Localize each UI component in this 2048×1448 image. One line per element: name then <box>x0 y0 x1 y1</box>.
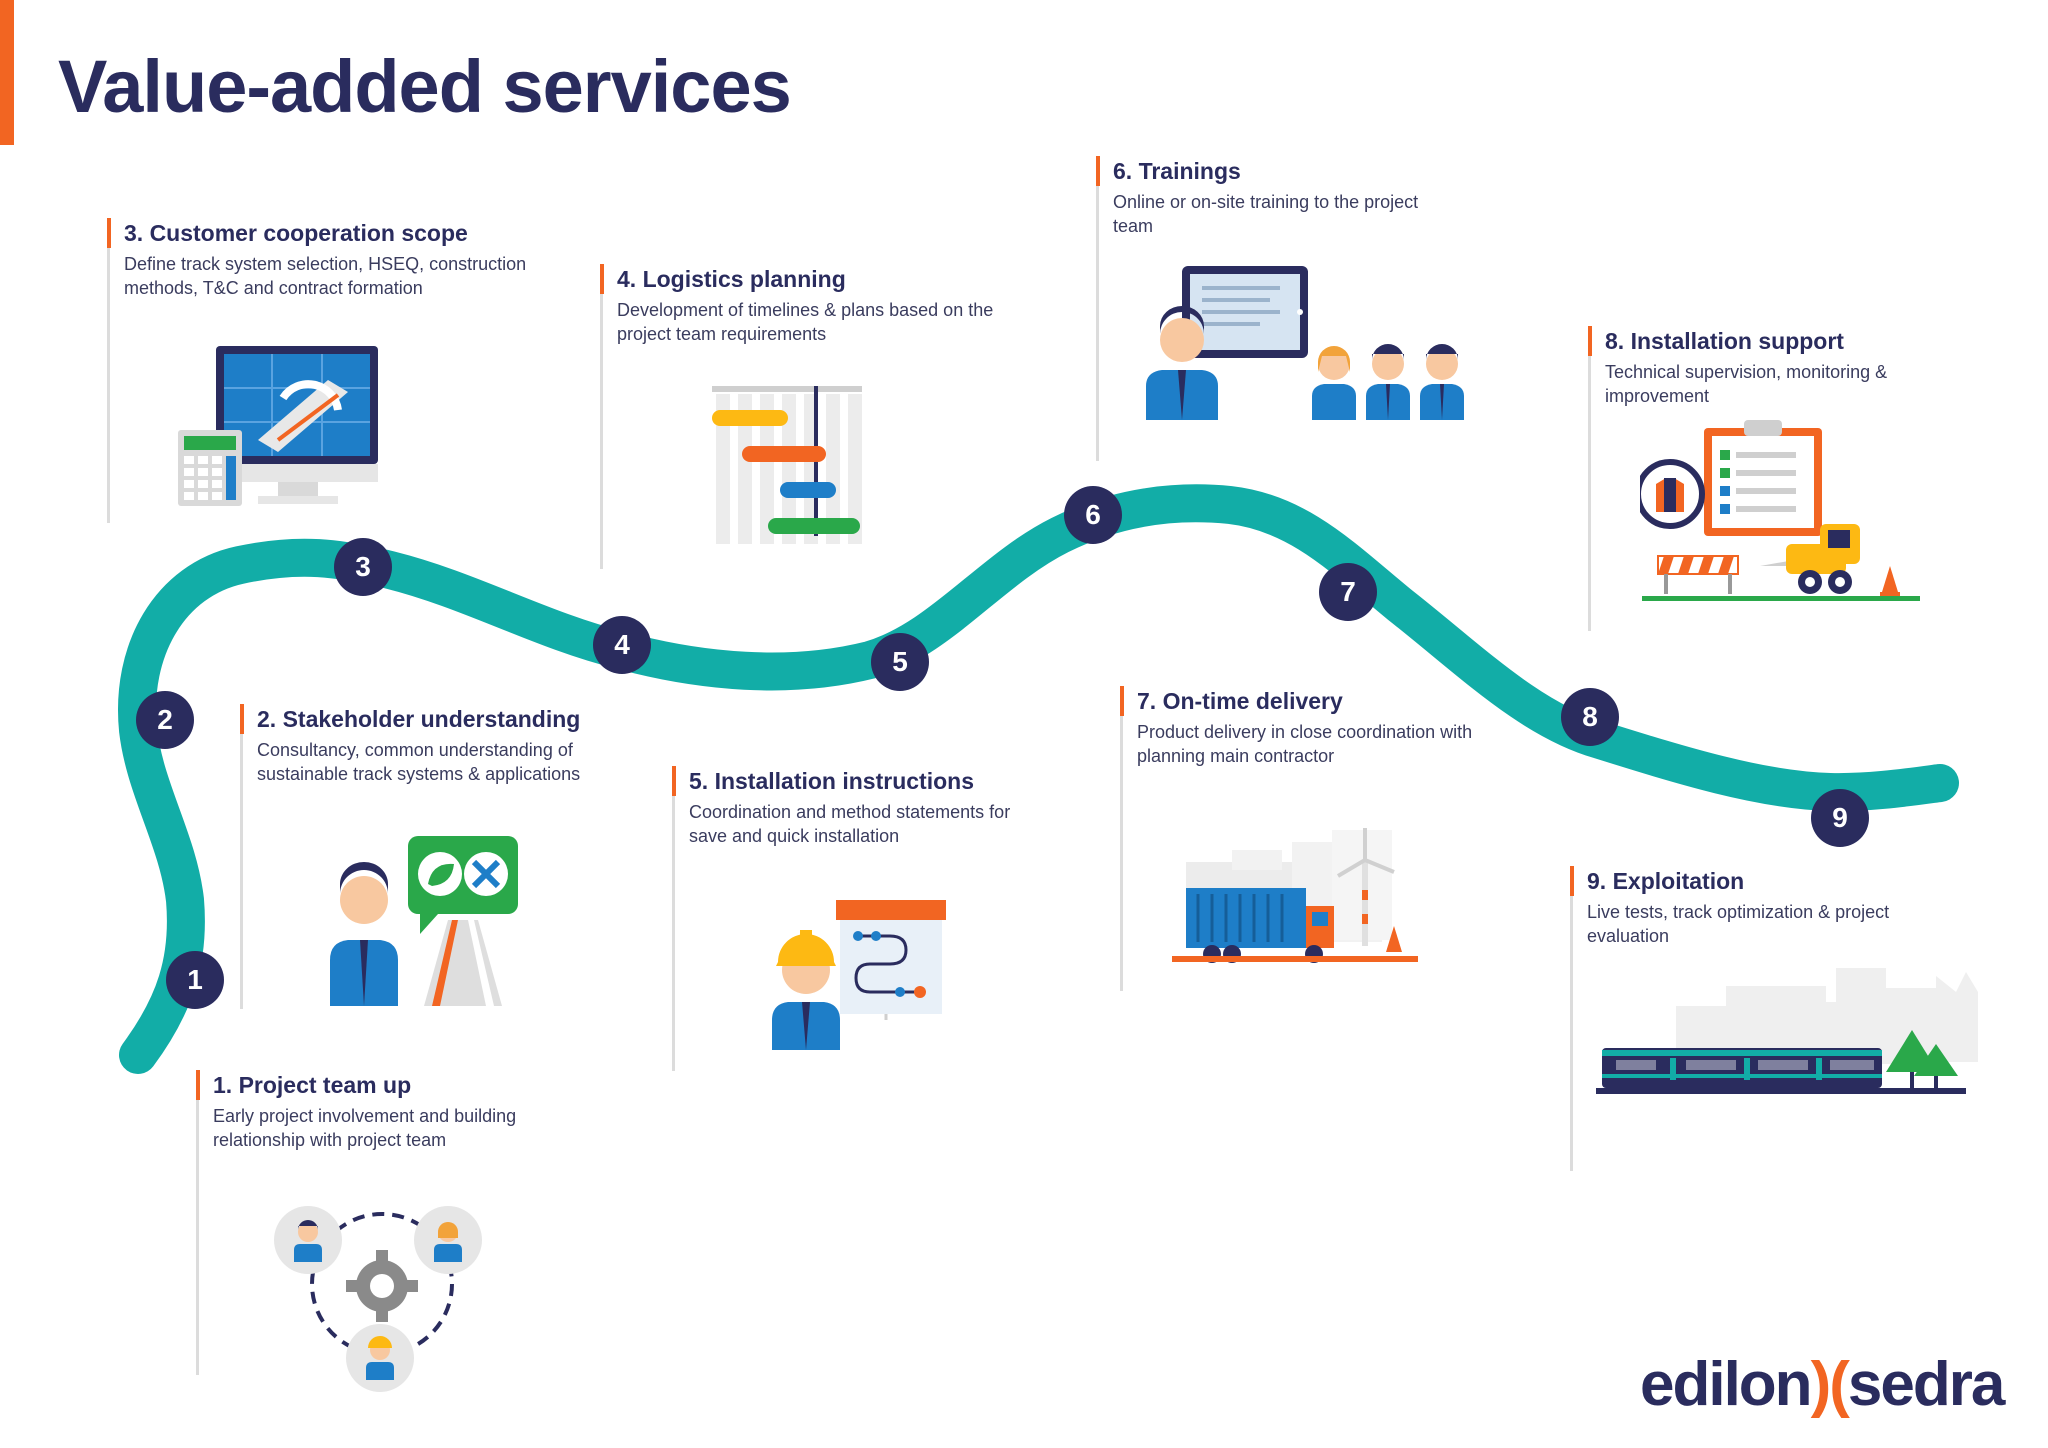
step-description: Development of timelines & plans based o… <box>617 300 994 344</box>
step-description: Product delivery in close coordination w… <box>1137 722 1473 766</box>
step-description: Define track system selection, HSEQ, con… <box>124 254 527 298</box>
step-title: 6. Trainings <box>1113 158 1241 184</box>
step-title: 1. Project team up <box>213 1072 412 1098</box>
step-title: 5. Installation instructions <box>689 768 974 794</box>
step-4-block: 4. Logistics planning Development of tim… <box>600 264 1020 569</box>
edilon-sedra-logo: edilon)(sedra <box>1640 1350 2005 1420</box>
step-title: 3. Customer cooperation scope <box>124 220 468 246</box>
logo-text-right: sedra <box>1847 1350 2005 1419</box>
logo-paren-left: ( <box>1829 1350 1850 1419</box>
step-marker-4: 4 <box>593 616 651 674</box>
step-5-block: 5. Installation instructions Coordinatio… <box>672 766 1052 1071</box>
step-description: Online or on-site training to the projec… <box>1113 192 1419 236</box>
step-title: 9. Exploitation <box>1587 868 1745 894</box>
step-title: 2. Stakeholder understanding <box>257 706 581 732</box>
step-3-block: 3. Customer cooperation scope Define tra… <box>107 218 567 523</box>
computer-calculator-icon <box>178 346 378 506</box>
step-1-block: 1. Project team up Early project involve… <box>196 1070 556 1375</box>
step-description: Coordination and method statements for s… <box>689 802 1011 846</box>
step-7-block: 7. On-time delivery Product delivery in … <box>1120 686 1500 991</box>
step-marker-9: 9 <box>1811 789 1869 847</box>
orange-accent-bar <box>0 0 14 145</box>
step-marker-6: 6 <box>1064 486 1122 544</box>
step-9-block: 9. Exploitation Live tests, track optimi… <box>1570 866 1950 1171</box>
logo-paren-right: ) <box>1810 1350 1832 1419</box>
step-marker-5: 5 <box>871 633 929 691</box>
team-up-icon <box>274 1206 482 1392</box>
step-description: Early project involvement and building r… <box>213 1106 517 1150</box>
gantt-chart-icon <box>712 386 862 544</box>
stakeholder-icon <box>330 836 518 1006</box>
step-marker-8: 8 <box>1561 688 1619 746</box>
step-description: Consultancy, common understanding of sus… <box>257 740 581 784</box>
step-description: Live tests, track optimization & project… <box>1587 902 1890 946</box>
installation-support-icon <box>1640 420 1920 601</box>
train-exploitation-icon <box>1596 968 1978 1094</box>
step-title: 4. Logistics planning <box>617 266 846 292</box>
step-description: Technical supervision, monitoring & impr… <box>1605 362 1888 406</box>
step-8-block: 8. Installation support Technical superv… <box>1588 326 1918 631</box>
page-title: Value-added services <box>58 45 792 128</box>
step-marker-7: 7 <box>1319 563 1377 621</box>
installation-instructions-icon <box>772 900 946 1050</box>
step-title: 7. On-time delivery <box>1137 688 1343 714</box>
step-6-block: 6. Trainings Online or on-site training … <box>1096 156 1436 461</box>
step-marker-2: 2 <box>136 691 194 749</box>
step-marker-1: 1 <box>166 951 224 1009</box>
step-title: 8. Installation support <box>1605 328 1844 354</box>
truck-delivery-icon <box>1172 828 1418 963</box>
step-2-block: 2. Stakeholder understanding Consultancy… <box>240 704 600 1009</box>
logo-text-left: edilon <box>1640 1350 1813 1419</box>
step-marker-3: 3 <box>334 538 392 596</box>
training-presentation-icon <box>1146 266 1464 420</box>
